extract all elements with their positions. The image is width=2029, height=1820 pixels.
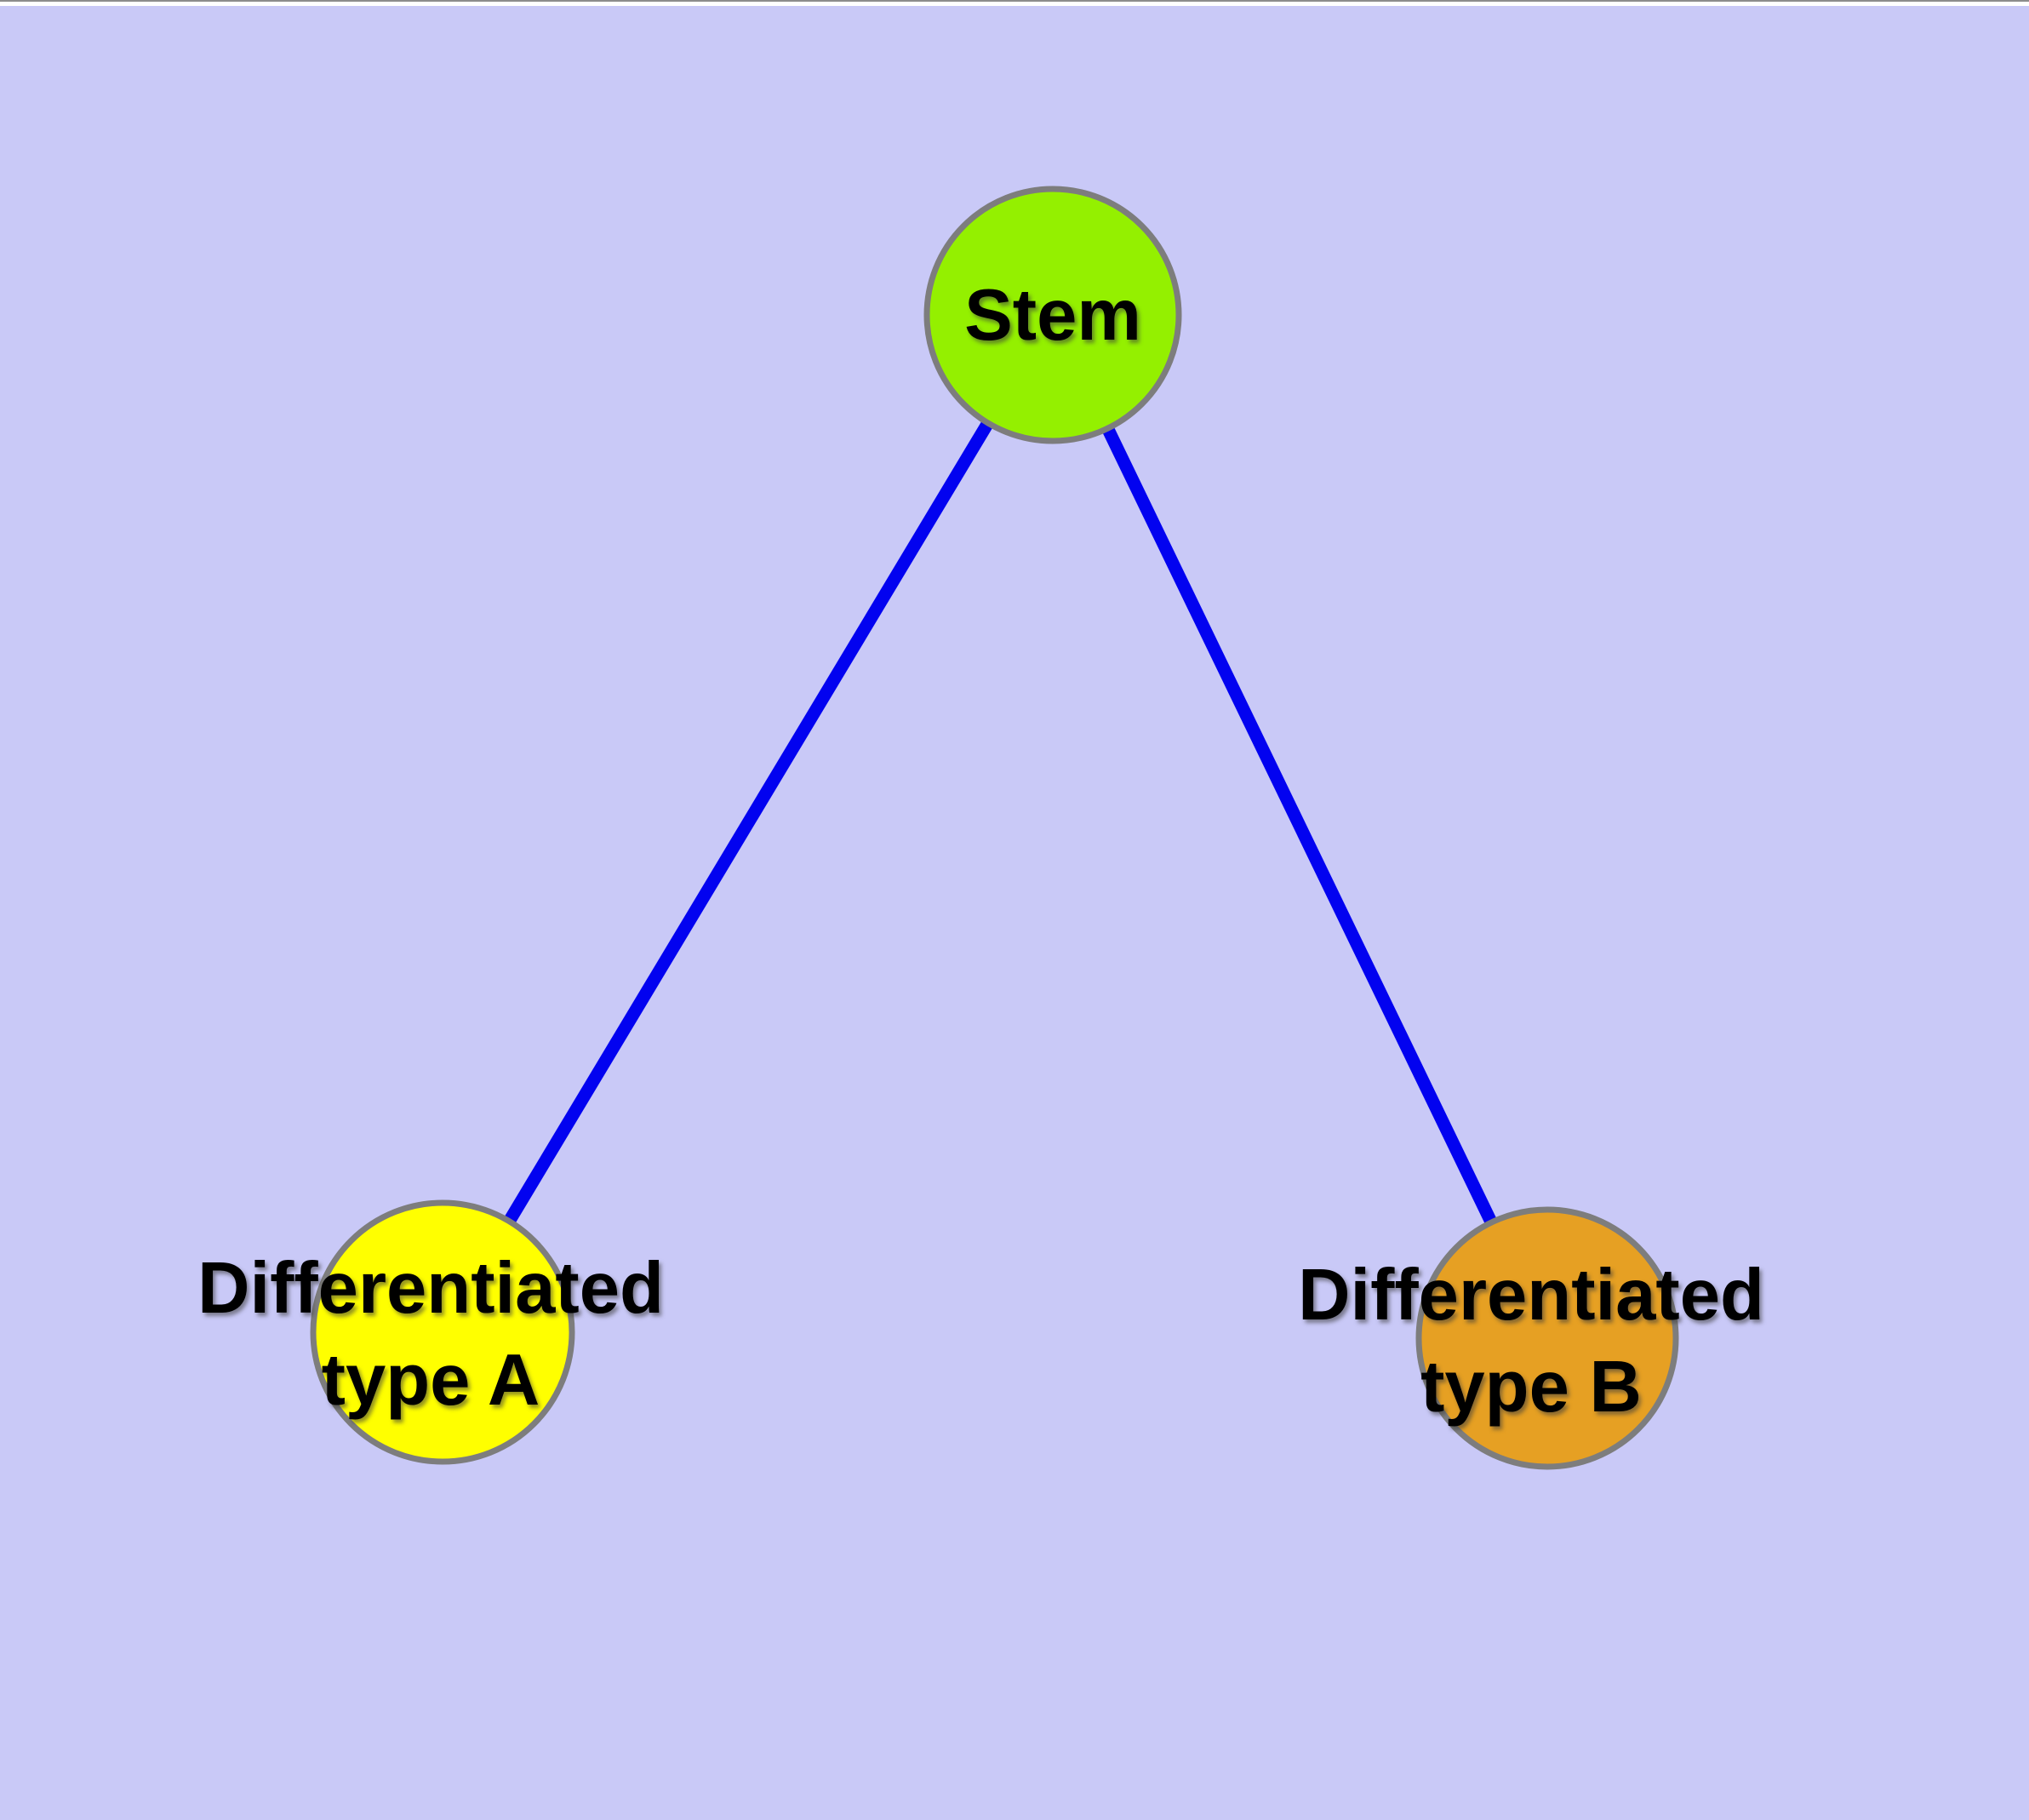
top-hairline [0, 0, 2029, 2]
node-type-b-circle [1415, 1206, 1679, 1470]
top-margin-strip [0, 0, 2029, 6]
edge-stem-to-type-a [437, 312, 1059, 1336]
node-stem-circle [923, 186, 1182, 444]
node-type-a-circle [310, 1199, 575, 1465]
edge-stem-to-type-b [1047, 312, 1553, 1342]
